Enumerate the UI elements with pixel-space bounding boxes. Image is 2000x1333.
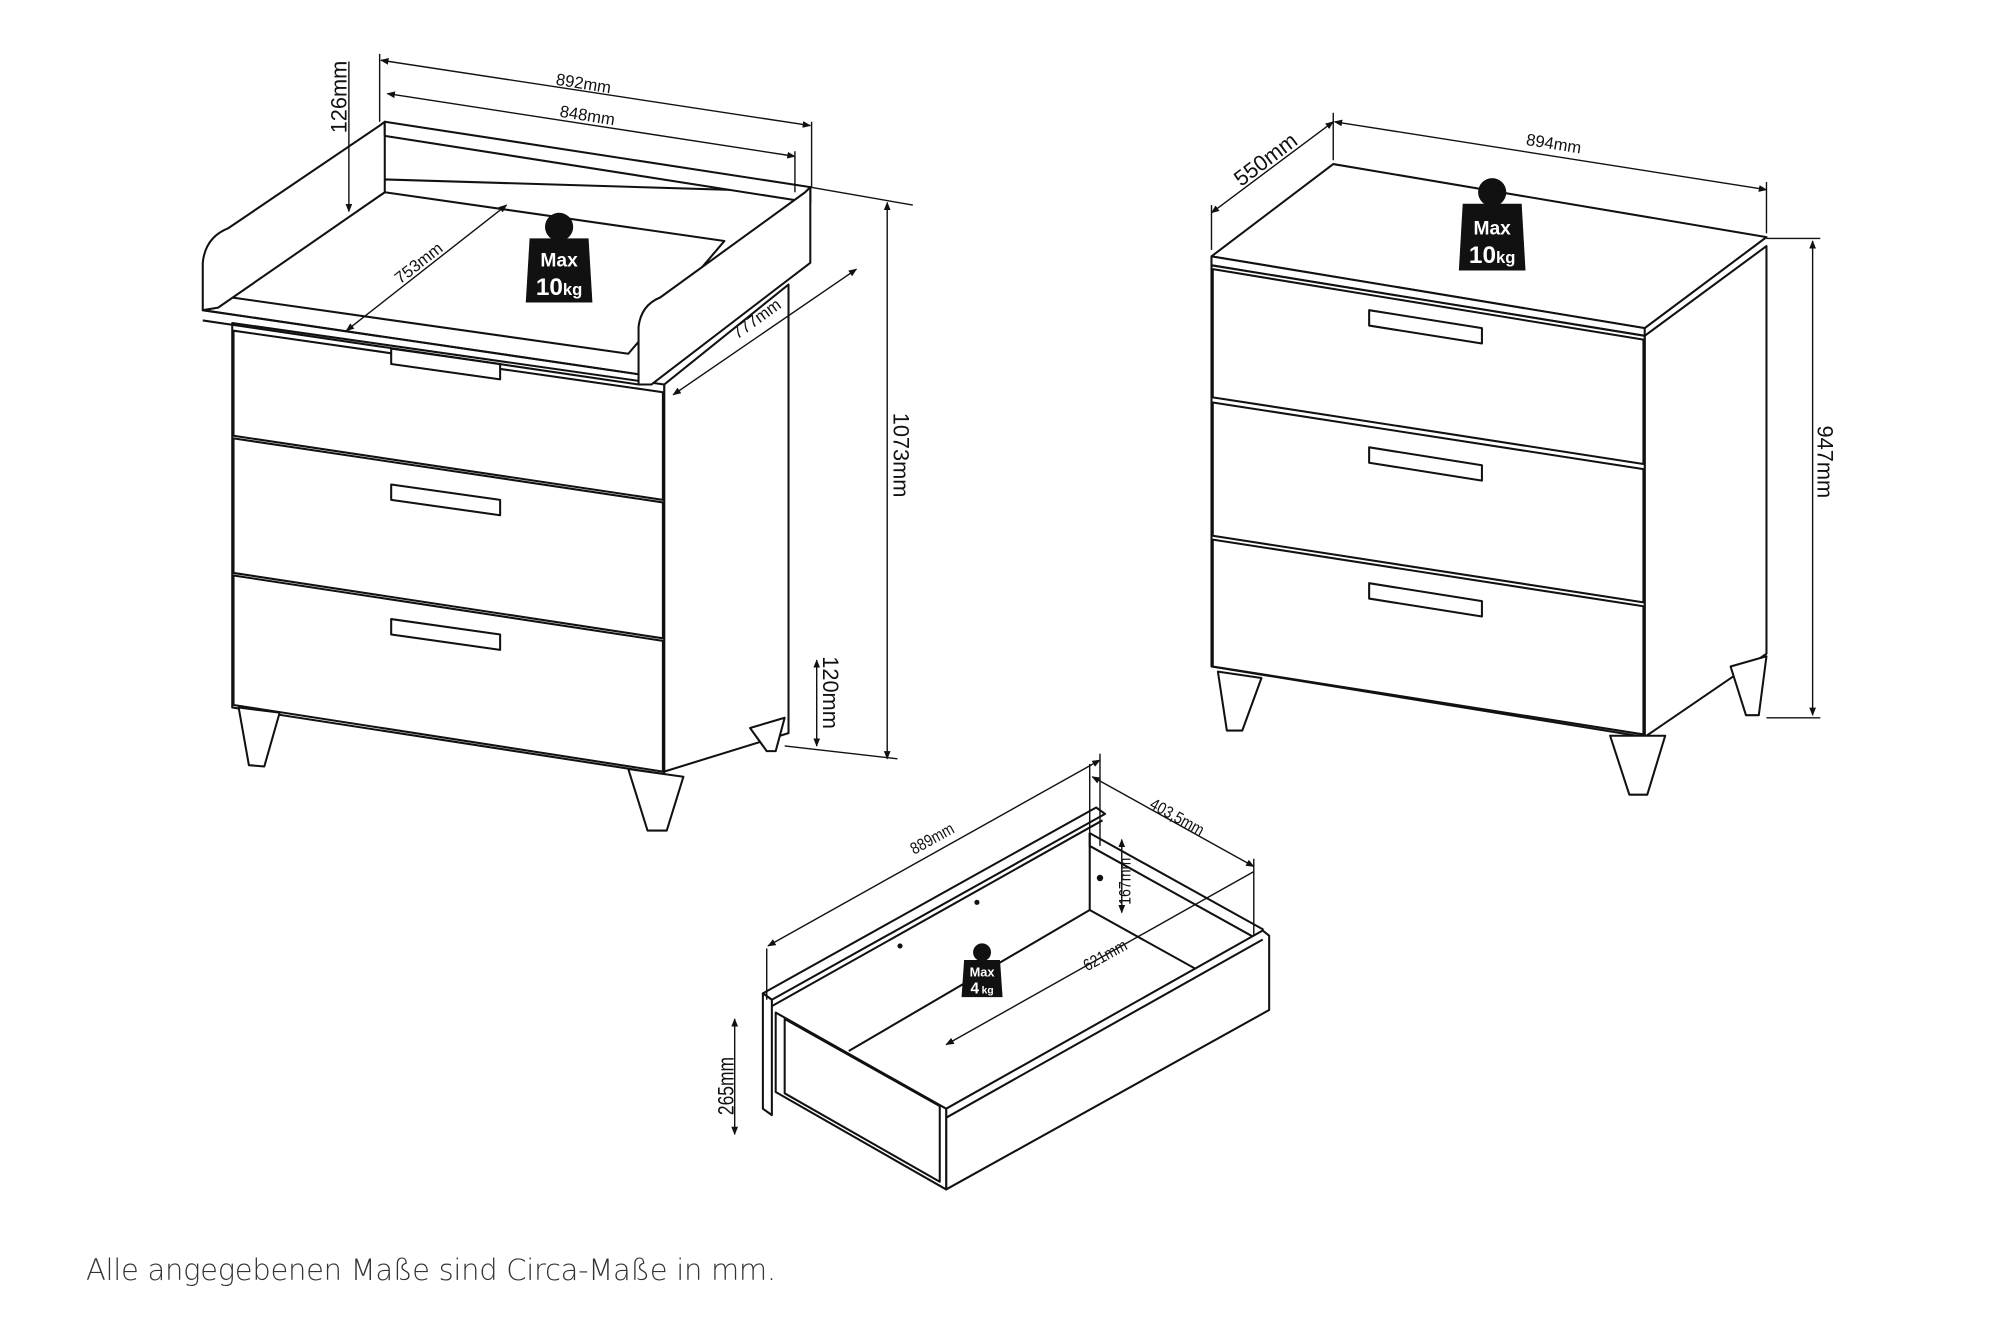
drawer-handle — [390, 483, 502, 517]
svg-text:Max: Max — [1473, 219, 1511, 240]
weight-badge-icon: Max 10kg — [525, 212, 593, 303]
drawer-handle — [1368, 309, 1483, 345]
svg-text:4kg: 4kg — [971, 980, 994, 997]
dim-label: 126mm — [326, 61, 351, 134]
svg-text:Max: Max — [970, 965, 996, 980]
leg — [1729, 655, 1768, 717]
leg — [237, 706, 281, 768]
leg — [749, 716, 786, 753]
drawer-handle — [390, 618, 502, 651]
svg-text:10kg: 10kg — [536, 274, 583, 301]
drawer-front-1 — [1211, 268, 1645, 466]
dim-label: 120mm — [818, 656, 843, 729]
dim-label: 848mm — [558, 102, 616, 129]
dim-label: 621mm — [1080, 936, 1130, 975]
leg — [1216, 670, 1263, 732]
drawer-front-3 — [232, 574, 664, 773]
drawer-front-1 — [232, 329, 664, 501]
drawer-handle — [1368, 446, 1483, 482]
dim-label: 889mm — [907, 820, 957, 859]
dim-label: 1073mm — [889, 413, 914, 498]
drawer-handle — [1368, 582, 1483, 618]
leg — [627, 768, 685, 832]
dim-label: 265mm — [715, 1057, 739, 1115]
svg-text:10kg: 10kg — [1469, 242, 1516, 269]
dim-label: 947mm — [1813, 426, 1838, 499]
svg-text:Max: Max — [540, 251, 578, 272]
dim-label: 167mm — [1117, 858, 1135, 905]
dim-label: 550mm — [1229, 127, 1302, 191]
drawer-front-2 — [232, 437, 664, 640]
drawer-front-2 — [1211, 401, 1645, 604]
dim-label: 892mm — [555, 70, 613, 97]
drawer-front-3 — [1211, 538, 1645, 736]
dim-label: 403,5mm — [1147, 795, 1207, 840]
footer-note: Alle angegebenen Maße sind Circa-Maße in… — [86, 1253, 776, 1287]
changing-dresser-drawing: Max 10kg 892mm 848mm 126mm 753mm 777mm 1… — [201, 53, 914, 832]
leg — [1609, 734, 1667, 796]
dresser-drawing: Max 10kg 550mm 894mm 947mm — [1210, 112, 1838, 796]
